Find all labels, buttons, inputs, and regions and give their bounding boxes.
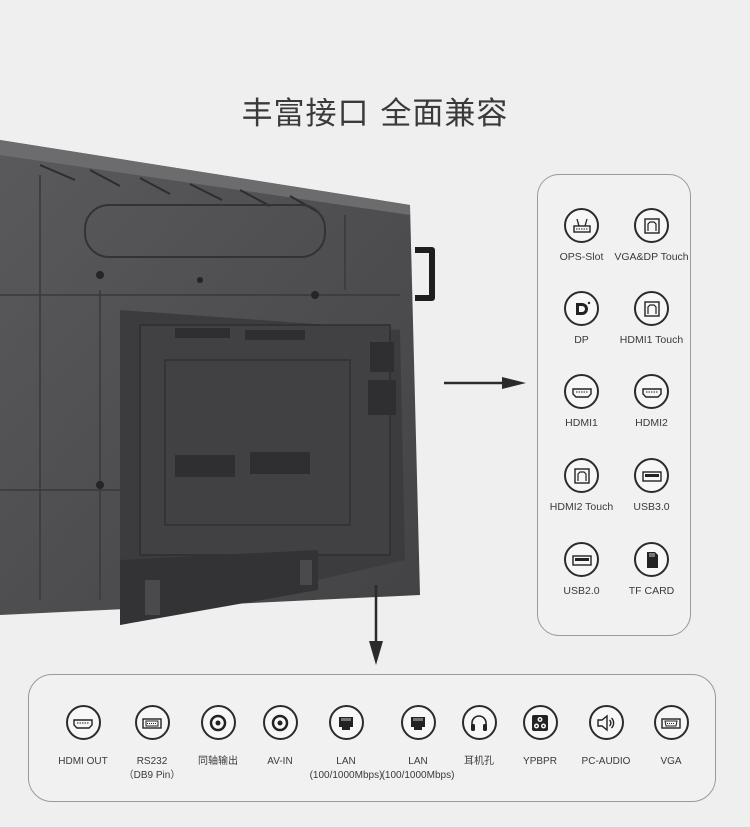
port-sublabel: (100/1000Mbps) bbox=[381, 770, 455, 781]
port-label: USB2.0 bbox=[563, 585, 600, 597]
port-ops-slot: OPS-Slot bbox=[543, 208, 620, 263]
monitor-back-illustration bbox=[0, 140, 435, 625]
port-label: 同轴输出 bbox=[198, 756, 238, 767]
port-label: PC-AUDIO bbox=[581, 756, 631, 767]
port-ypbpr: YPBPR bbox=[498, 705, 582, 769]
arrow-down bbox=[369, 585, 383, 665]
usb-b-icon bbox=[564, 458, 599, 493]
port-label: HDMI2 bbox=[635, 417, 668, 429]
port-rs232: RS232 （DB9 Pin） bbox=[110, 705, 194, 783]
hdmi-icon bbox=[65, 705, 101, 740]
displayport-icon bbox=[564, 291, 599, 326]
port-label: HDMI OUT bbox=[58, 756, 108, 767]
port-pc-audio: PC-AUDIO bbox=[564, 705, 648, 769]
ethernet-icon bbox=[328, 705, 364, 740]
port-label: HDMI1 Touch bbox=[619, 334, 684, 346]
port-label: DP bbox=[574, 334, 589, 346]
port-vga: VGA bbox=[629, 705, 713, 769]
port-label: OPS-Slot bbox=[559, 251, 604, 263]
port-label: USB3.0 bbox=[633, 501, 670, 513]
component-video-icon bbox=[522, 705, 558, 740]
ops-slot-icon bbox=[564, 208, 599, 243]
arrow-right bbox=[444, 377, 526, 389]
port-label: YPBPR bbox=[523, 756, 557, 767]
ethernet-icon bbox=[400, 705, 436, 740]
coaxial-icon bbox=[200, 705, 236, 740]
port-hdmi1-touch: HDMI1 Touch bbox=[613, 291, 690, 346]
port-hdmi-out: HDMI OUT bbox=[41, 705, 125, 769]
hdmi-icon bbox=[564, 374, 599, 409]
port-label: 耳机孔 bbox=[464, 756, 494, 767]
port-headphone: 耳机孔 bbox=[437, 705, 521, 769]
speaker-icon bbox=[588, 705, 624, 740]
port-hdmi2: HDMI2 bbox=[613, 374, 690, 429]
port-label: RS232 bbox=[136, 756, 168, 767]
vga-icon bbox=[653, 705, 689, 740]
port-tf-card: TF CARD bbox=[613, 542, 690, 597]
port-hdmi1: HDMI1 bbox=[543, 374, 620, 429]
port-label: HDMI2 Touch bbox=[549, 501, 614, 513]
port-sublabel: （DB9 Pin） bbox=[123, 770, 181, 781]
port-label: TF CARD bbox=[628, 585, 675, 597]
port-usb3: USB3.0 bbox=[613, 458, 690, 513]
port-usb2: USB2.0 bbox=[543, 542, 620, 597]
port-dp: DP bbox=[543, 291, 620, 346]
port-lan-2: LAN (100/1000Mbps) bbox=[376, 705, 460, 783]
port-label: VGA bbox=[660, 756, 682, 767]
port-av-in: AV-IN bbox=[238, 705, 322, 769]
port-lan-1: LAN (100/1000Mbps) bbox=[304, 705, 388, 783]
port-hdmi2-touch: HDMI2 Touch bbox=[543, 458, 620, 513]
port-label: AV-IN bbox=[267, 756, 293, 767]
port-coaxial-out: 同轴输出 bbox=[176, 705, 260, 769]
usb-a-icon bbox=[564, 542, 599, 577]
coaxial-icon bbox=[262, 705, 298, 740]
page-title: 丰富接口 全面兼容 bbox=[241, 96, 509, 132]
port-label: HDMI1 bbox=[565, 417, 598, 429]
usb-b-icon bbox=[634, 291, 669, 326]
hdmi-icon bbox=[634, 374, 669, 409]
usb-b-icon bbox=[634, 208, 669, 243]
port-label: LAN bbox=[336, 756, 356, 767]
sd-card-icon bbox=[634, 542, 669, 577]
db9-icon bbox=[134, 705, 170, 740]
port-sublabel: (100/1000Mbps) bbox=[309, 770, 383, 781]
port-label: VGA&DP Touch bbox=[614, 251, 689, 263]
port-vga-dp-touch: VGA&DP Touch bbox=[613, 208, 690, 263]
usb-a-icon bbox=[634, 458, 669, 493]
port-label: LAN bbox=[408, 756, 428, 767]
headphone-icon bbox=[461, 705, 497, 740]
